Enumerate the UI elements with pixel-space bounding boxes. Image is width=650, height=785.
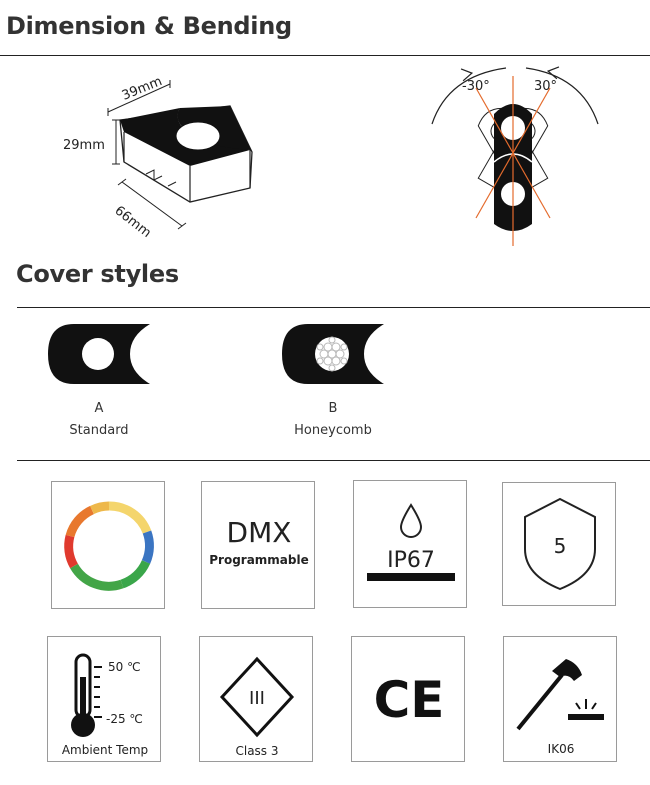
dmx-programmable-icon-box: DMX Programmable xyxy=(201,481,315,609)
dmx-title: DMX xyxy=(227,516,292,549)
cover-styles-title: Cover styles xyxy=(16,260,179,288)
left-angle-label: -30° xyxy=(462,79,490,94)
height-dimension-label: 29mm xyxy=(63,138,105,153)
shield-icon xyxy=(524,497,596,591)
ip-rating-label: IP67 xyxy=(387,548,435,573)
dmx-subtitle: Programmable xyxy=(209,553,309,567)
temp-high-label: 50 ℃ xyxy=(108,660,141,674)
temp-low-label: -25 ℃ xyxy=(106,712,143,726)
cover-a-name: Standard xyxy=(69,423,129,438)
thermometer-icon xyxy=(71,653,102,737)
section-divider xyxy=(17,460,650,461)
section-divider xyxy=(0,55,650,56)
rgb-color-icon-box xyxy=(51,481,165,609)
dimension-bending-title: Dimension & Bending xyxy=(6,12,292,40)
temp-caption: Ambient Temp xyxy=(62,743,148,757)
bending-angle-diagram: -30° 30° xyxy=(431,66,599,246)
ce-mark-icon-box: CE xyxy=(351,636,465,762)
ambient-temp-icon-box: 50 ℃ -25 ℃ Ambient Temp xyxy=(47,636,161,762)
shield-rating-icon-box: 5 xyxy=(502,482,616,606)
class-caption: Class 3 xyxy=(235,744,278,758)
cover-a-letter: A xyxy=(94,401,104,416)
water-drop-icon xyxy=(399,503,423,538)
right-angle-label: 30° xyxy=(534,79,557,94)
ik-rating-label: IK06 xyxy=(548,742,575,756)
cover-a-standard-image xyxy=(48,324,150,384)
cover-b-honeycomb-image xyxy=(282,324,384,384)
shield-number: 5 xyxy=(554,534,567,558)
cover-b-name: Honeycomb xyxy=(294,423,372,438)
class-diamond-icon xyxy=(219,656,295,738)
ce-mark: CE xyxy=(374,671,445,729)
ik06-icon-box: IK06 xyxy=(503,636,617,762)
ip67-icon-box: IP67 xyxy=(353,480,467,608)
length-dimension-label: 66mm xyxy=(112,203,154,240)
section-divider xyxy=(17,307,650,308)
class-3-icon-box: III Class 3 xyxy=(199,636,313,762)
fixture-dimension-drawing: 39mm 29mm 66mm xyxy=(63,74,253,240)
width-dimension-label: 39mm xyxy=(120,74,164,104)
rgb-color-ring-icon xyxy=(64,501,154,591)
class-numeral: III xyxy=(249,688,265,709)
hammer-icon xyxy=(516,659,582,731)
cover-b-letter: B xyxy=(328,401,338,416)
